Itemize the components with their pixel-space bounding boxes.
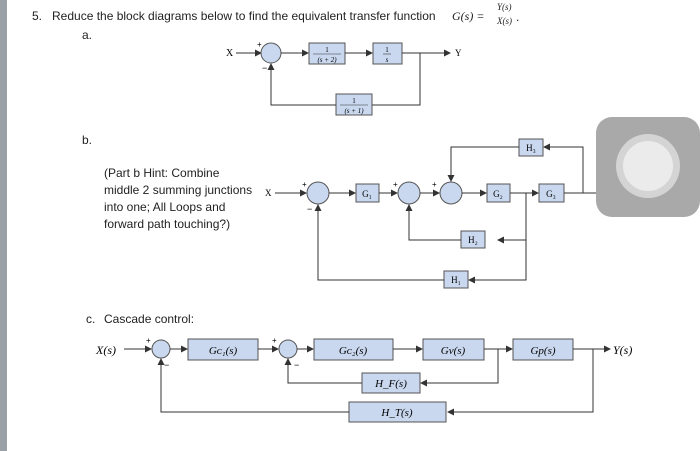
c-output-label: Y(s) [613, 343, 632, 357]
diagram-a: X + − 1 (s + 2) 1 s Y 1 (s + 1) [226, 40, 462, 116]
b-input-label: X [265, 188, 272, 198]
c-sum1-plus: + [146, 336, 151, 345]
c-gc1-label: Gᴄ₁(s) [209, 345, 238, 357]
diagram-c: X(s) + − Gᴄ₁(s) + − Gᴄ₂(s) Gv(s) Gp(s) Y… [95, 336, 632, 423]
a-feedback-num: 1 [352, 97, 356, 105]
b-h2-label: H₂ [468, 235, 478, 245]
formula-lhs: G(s) = [452, 9, 485, 23]
c-gv-label: Gv(s) [441, 345, 466, 357]
a-output-label: Y [455, 48, 462, 58]
b-sum1-minus: − [307, 204, 312, 214]
c-hf-label: H_F(s) [374, 378, 407, 390]
c-sum-1 [151, 339, 171, 359]
a-forward-1-den: (s + 2) [317, 56, 337, 64]
part-a-label: a. [82, 28, 93, 42]
c-sum2-plus: + [272, 336, 277, 345]
formula-denominator: X(s) [497, 16, 512, 26]
c-gp-label: Gp(s) [530, 345, 555, 357]
c-sum1-minus: − [164, 360, 169, 370]
a-summing-junction [260, 42, 282, 64]
b-g1-label: G₁ [362, 189, 372, 199]
b-h1-label: H₁ [451, 275, 461, 285]
diagram-b: X + − G₁ + + G₂ G₃ Y H₃ H₂ H₁ [265, 138, 619, 289]
b-sum-2 [397, 181, 421, 205]
b-g3-label: G₃ [546, 189, 556, 199]
question-number: 5. [32, 9, 43, 23]
part-c-title: Cascade control: [104, 312, 195, 326]
b-g2-label: G₂ [493, 189, 503, 199]
c-gc2-label: Gᴄ₂(s) [339, 345, 368, 357]
b-h3-label: H₃ [526, 143, 536, 153]
b-sum3-plus: + [432, 180, 437, 189]
c-sum-2 [278, 339, 298, 359]
formula-end: . [516, 10, 520, 24]
formula-numerator: Y(s) [497, 2, 512, 12]
a-plus-sign: + [257, 40, 262, 49]
a-forward-2-den: s [386, 56, 389, 64]
a-minus-sign: − [262, 63, 267, 73]
a-forward-2-num: 1 [385, 46, 389, 54]
part-c-label: c. [86, 312, 96, 326]
a-feedback-den: (s + 1) [344, 107, 364, 115]
part-b-label: b. [82, 133, 93, 147]
a-forward-1-num: 1 [325, 46, 329, 54]
floating-assistive-button[interactable] [596, 117, 700, 217]
b-sum-3 [439, 181, 463, 205]
b-sum2-plus: + [393, 180, 398, 189]
c-sum2-minus: − [294, 360, 299, 370]
left-edge-bar [0, 0, 7, 451]
question-text: Reduce the block diagrams below to find … [52, 9, 436, 23]
b-sum-1 [306, 181, 330, 205]
c-ht-label: H_T(s) [380, 407, 413, 419]
c-input-label: X(s) [95, 343, 116, 357]
a-input-label: X [226, 48, 234, 59]
part-b-hint: (Part b Hint: Combine middle 2 summing j… [104, 166, 253, 231]
b-sum1-plus: + [302, 180, 307, 189]
